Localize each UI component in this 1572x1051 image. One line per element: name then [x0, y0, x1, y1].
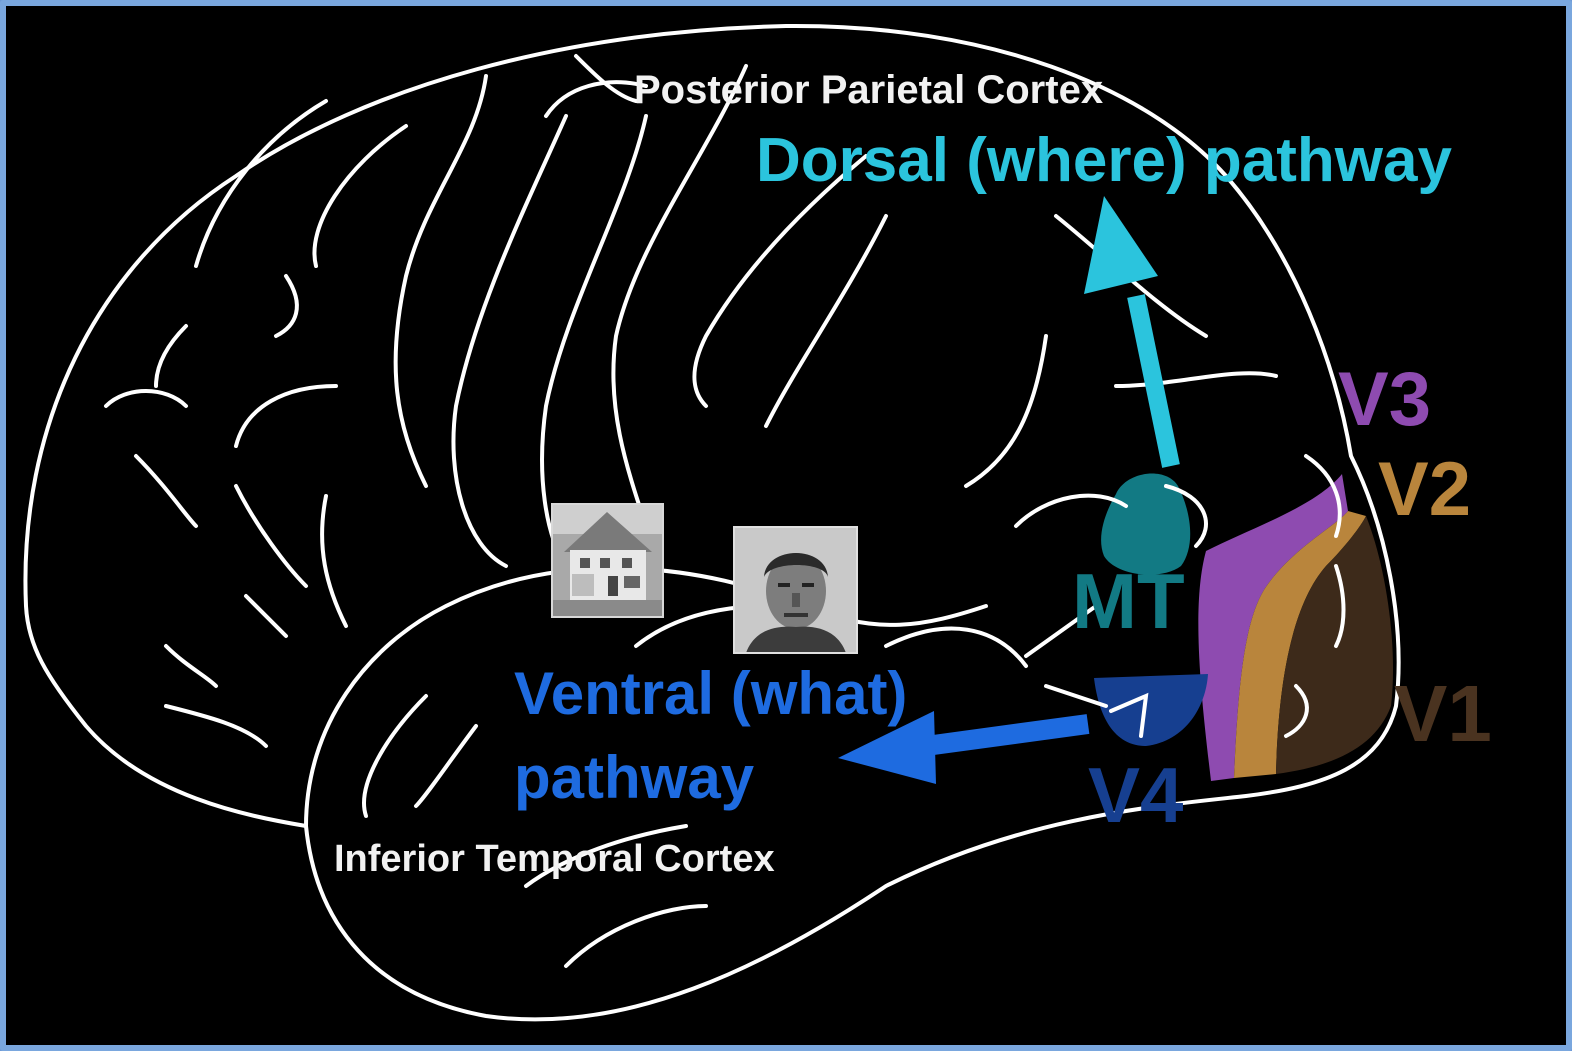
- house-photo: [552, 504, 663, 617]
- v3-label: V3: [1338, 362, 1431, 438]
- mt-label: MT: [1072, 562, 1185, 640]
- dorsal-arrow: [1084, 196, 1171, 466]
- inferior-temporal-cortex-label: Inferior Temporal Cortex: [334, 840, 775, 878]
- v4-label: V4: [1088, 756, 1183, 834]
- dorsal-pathway-label: Dorsal (where) pathway: [756, 130, 1452, 192]
- face-photo: [734, 527, 857, 653]
- v2-label: V2: [1378, 452, 1471, 528]
- v1-label: V1: [1394, 674, 1492, 754]
- ventral-pathway-label: Ventral (what) pathway: [514, 652, 907, 820]
- posterior-parietal-cortex-label: Posterior Parietal Cortex: [634, 70, 1103, 110]
